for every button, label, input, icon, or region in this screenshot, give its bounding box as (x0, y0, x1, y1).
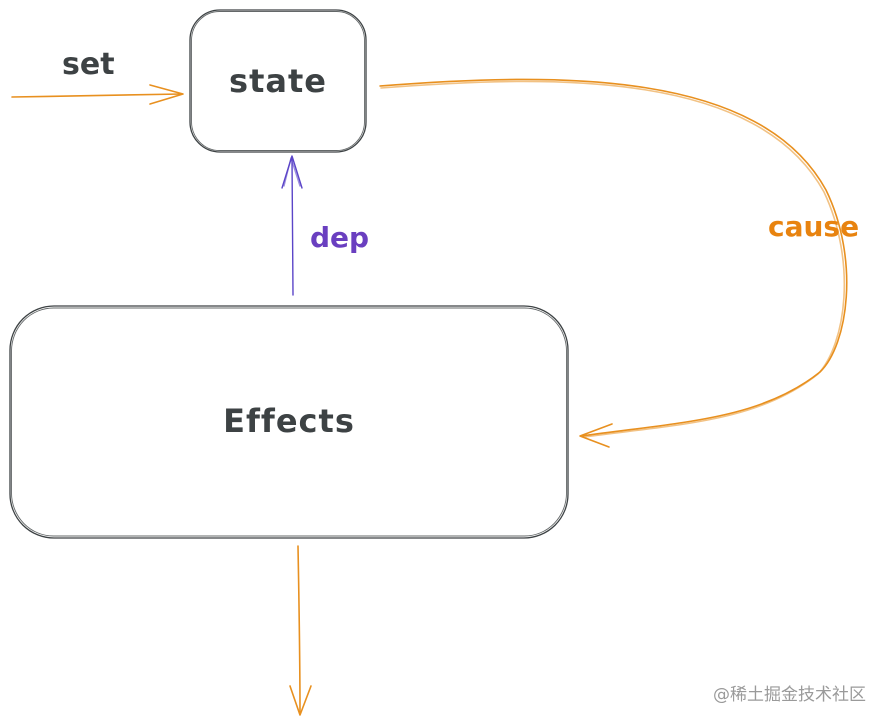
dep-arrow-head-sketch (283, 157, 301, 187)
cause-label: cause (768, 210, 859, 243)
dep-edge: dep (281, 155, 369, 296)
cause-curve-sketch (380, 80, 846, 438)
set-label: set (62, 47, 115, 82)
dep-arrow-line (291, 157, 294, 296)
cause-edge: cause (379, 78, 859, 448)
output-edge (289, 545, 312, 716)
state-box-sketch (191, 11, 365, 151)
state-label: state (229, 62, 327, 100)
effects-box-sketch (11, 307, 567, 537)
watermark-text: @稀土掘金技术社区 (713, 685, 866, 705)
state-box (189, 9, 367, 153)
output-arrow-head (289, 685, 312, 716)
set-edge: set (11, 47, 184, 105)
output-arrow-line (297, 545, 301, 715)
state-node: state (189, 9, 367, 153)
cause-arrow-head (579, 423, 613, 448)
set-arrow-head (149, 84, 184, 105)
cause-curve (379, 78, 848, 437)
effects-box (9, 305, 569, 539)
dep-arrow-head (281, 155, 303, 189)
set-arrow-line (11, 93, 183, 98)
effects-label: Effects (223, 402, 355, 440)
dep-label: dep (310, 221, 369, 254)
effects-node: Effects (9, 305, 569, 539)
